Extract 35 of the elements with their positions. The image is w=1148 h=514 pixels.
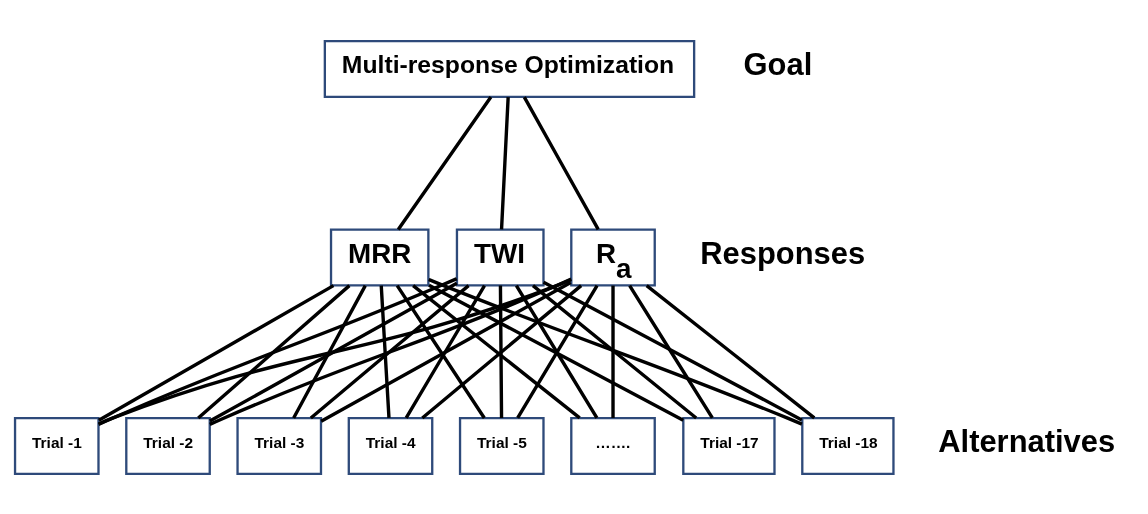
node-box: Trial -2 bbox=[125, 416, 211, 475]
connector bbox=[428, 277, 803, 426]
connector bbox=[379, 285, 391, 418]
connector bbox=[611, 285, 615, 418]
node-box: ……. bbox=[570, 416, 656, 475]
connector bbox=[498, 285, 504, 418]
connector bbox=[645, 283, 816, 419]
connector bbox=[628, 284, 714, 419]
connector bbox=[320, 280, 572, 423]
connector bbox=[209, 281, 458, 423]
node-box: Trial -4 bbox=[347, 416, 434, 475]
connector bbox=[428, 283, 684, 422]
connector bbox=[309, 283, 470, 419]
connector bbox=[292, 284, 367, 419]
node-box: Trial -5 bbox=[458, 416, 545, 475]
node-box: MRR bbox=[329, 228, 430, 286]
node-box: Trial -3 bbox=[236, 416, 323, 475]
connector bbox=[209, 277, 572, 426]
label: Goal bbox=[743, 46, 813, 82]
connector bbox=[499, 96, 510, 230]
connector bbox=[98, 277, 572, 425]
node-box: Trial -18 bbox=[801, 416, 895, 475]
connector bbox=[396, 95, 493, 230]
label: Alternatives bbox=[938, 423, 1116, 459]
connector bbox=[197, 283, 351, 419]
node-box: Trial -1 bbox=[13, 416, 100, 475]
node-box: Trial -17 bbox=[682, 416, 776, 475]
node-box: TWI bbox=[455, 228, 545, 286]
connector bbox=[97, 276, 458, 426]
connector bbox=[98, 283, 335, 422]
connector bbox=[522, 95, 600, 230]
connector bbox=[531, 283, 698, 419]
node-box: Multi-response Optimization bbox=[323, 39, 696, 98]
label: Responses bbox=[700, 235, 866, 271]
connector bbox=[542, 280, 803, 421]
